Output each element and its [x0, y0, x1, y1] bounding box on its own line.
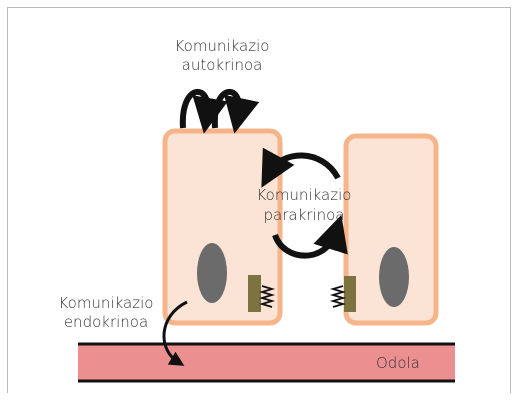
left-nucleus — [197, 243, 227, 303]
paracrine-label-line2: parakrinoa — [264, 206, 345, 224]
autocrine-label-line2: autokrinoa — [182, 56, 263, 74]
right-cell — [333, 136, 436, 323]
right-nucleus — [379, 247, 409, 307]
right-receptor — [344, 276, 356, 312]
paracrine-label-line1: Komunikazio — [257, 186, 352, 204]
right-signal-molecules — [333, 286, 343, 307]
left-receptor — [248, 275, 261, 312]
blood-vessel-label: Odola — [376, 354, 420, 372]
endocrine-label-line1: Komunikazio — [59, 294, 154, 312]
autocrine-label-line1: Komunikazio — [175, 37, 270, 55]
autocrine-arrows — [183, 92, 239, 128]
left-cell — [165, 131, 280, 323]
endocrine-label-line2: endokrinoa — [64, 313, 148, 331]
